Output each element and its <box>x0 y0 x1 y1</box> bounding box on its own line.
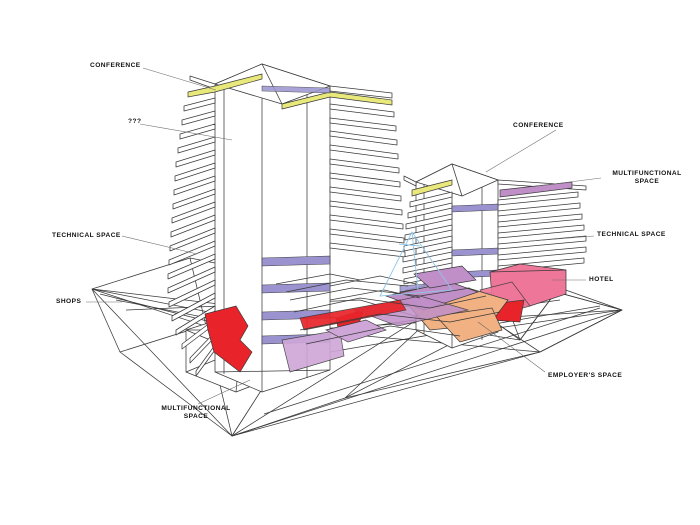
label-unknown: ??? <box>128 118 142 125</box>
label-technical-space-right: TECHNICAL SPACE <box>597 231 666 238</box>
connecting-ribbons <box>275 273 501 345</box>
leader-lines <box>86 67 602 405</box>
label-multifunctional-right: MULTIFUNCTIONAL SPACE <box>612 170 682 186</box>
label-multifunctional-bottom: MULTIFUNCTIONAL SPACE <box>161 405 231 421</box>
label-conference-second: CONFERENCE <box>513 122 564 129</box>
label-employers-space: EMPLOYER'S SPACE <box>548 372 623 379</box>
accent-triangle <box>379 231 453 297</box>
label-technical-space-left: TECHNICAL SPACE <box>52 232 121 239</box>
label-hotel: HOTEL <box>589 276 614 283</box>
label-conference-main: CONFERENCE <box>90 62 141 69</box>
label-shops: SHOPS <box>56 298 82 305</box>
